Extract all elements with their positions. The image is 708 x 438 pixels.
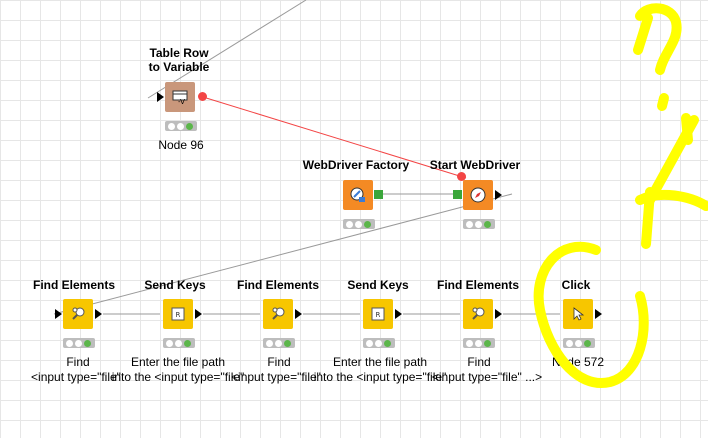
mouse-pointer-icon bbox=[573, 307, 585, 321]
find-elements-node[interactable] bbox=[263, 299, 293, 329]
output-port[interactable] bbox=[195, 309, 202, 319]
node-title: WebDriver Factory bbox=[302, 158, 410, 172]
webdriver-factory-node[interactable] bbox=[343, 180, 373, 210]
find-elements-icon bbox=[472, 307, 485, 320]
node-status bbox=[165, 121, 197, 131]
node-title: Find Elements bbox=[32, 278, 115, 292]
question-mark-dot bbox=[657, 93, 669, 111]
node-title: Find Elements bbox=[436, 278, 519, 292]
table-row-to-variable-icon: -V bbox=[172, 90, 188, 105]
node-title: Send Keys bbox=[347, 278, 409, 292]
compass-icon bbox=[470, 187, 486, 203]
node-label[interactable]: Node 96 bbox=[158, 138, 204, 152]
variable-output-port[interactable] bbox=[198, 92, 207, 101]
annotation-stroke bbox=[681, 113, 693, 145]
node-title: Start WebDriver bbox=[429, 158, 521, 172]
node-label-line: <input type="file" bbox=[231, 370, 321, 384]
node-title: Table Row to Variable bbox=[138, 46, 220, 74]
start-webdriver-node[interactable] bbox=[463, 180, 493, 210]
output-port[interactable] bbox=[495, 190, 502, 200]
send-keys-node[interactable]: R bbox=[363, 299, 393, 329]
input-port[interactable] bbox=[453, 190, 462, 199]
click-node[interactable] bbox=[563, 299, 593, 329]
variable-connection bbox=[202, 96, 467, 179]
find-elements-icon bbox=[72, 307, 85, 320]
svg-text:-V: -V bbox=[178, 98, 185, 105]
node-title: Send Keys bbox=[144, 278, 206, 292]
node-status bbox=[463, 338, 495, 348]
node-label-line: <input type="file" bbox=[31, 370, 121, 384]
variable-input-port[interactable] bbox=[457, 172, 466, 181]
node-title: Find Elements bbox=[236, 278, 319, 292]
webdriver-factory-icon bbox=[350, 187, 365, 202]
node-status bbox=[563, 338, 595, 348]
node-label[interactable]: Find bbox=[267, 355, 291, 369]
node-status bbox=[363, 338, 395, 348]
output-port[interactable] bbox=[495, 309, 502, 319]
connection-line bbox=[53, 193, 513, 315]
send-keys-node[interactable]: R bbox=[163, 299, 193, 329]
node-status bbox=[463, 219, 495, 229]
node-status bbox=[163, 338, 195, 348]
node-label[interactable]: Enter the file path bbox=[332, 355, 428, 369]
input-port[interactable] bbox=[157, 92, 164, 102]
find-elements-icon bbox=[272, 307, 285, 320]
node-status bbox=[263, 338, 295, 348]
output-port[interactable] bbox=[95, 309, 102, 319]
svg-text:R: R bbox=[376, 311, 381, 319]
output-port[interactable] bbox=[295, 309, 302, 319]
node-title-line: to Variable bbox=[148, 60, 210, 74]
input-port[interactable] bbox=[55, 309, 62, 319]
node-label-line: Find bbox=[66, 355, 90, 369]
question-mark-stroke bbox=[635, 3, 682, 75]
node-label-line: <input type="file" ...> bbox=[431, 370, 543, 384]
node-label-line: into the <input type="file" bbox=[313, 370, 447, 384]
node-label[interactable]: Enter the file path bbox=[130, 355, 226, 369]
keyboard-key-icon: R bbox=[371, 307, 385, 321]
node-status bbox=[63, 338, 95, 348]
node-label[interactable]: Find bbox=[33, 355, 123, 370]
svg-text:R: R bbox=[176, 311, 181, 319]
node-title-line: Table Row bbox=[149, 46, 209, 60]
annotation-stroke bbox=[633, 13, 653, 55]
node-label-line: into the <input type="file" bbox=[111, 370, 245, 384]
keyboard-key-icon: R bbox=[171, 307, 185, 321]
node-title: Click bbox=[561, 278, 591, 292]
node-status bbox=[343, 219, 375, 229]
connection-line bbox=[147, 0, 307, 99]
circle-stroke bbox=[533, 241, 649, 389]
output-port[interactable] bbox=[595, 309, 602, 319]
output-port[interactable] bbox=[395, 309, 402, 319]
annotation-stroke bbox=[641, 187, 655, 249]
node-label[interactable]: Find bbox=[467, 355, 491, 369]
find-elements-node[interactable] bbox=[63, 299, 93, 329]
find-elements-node[interactable] bbox=[463, 299, 493, 329]
table-row-to-variable-node[interactable]: -V bbox=[165, 82, 195, 112]
output-port[interactable] bbox=[374, 190, 383, 199]
